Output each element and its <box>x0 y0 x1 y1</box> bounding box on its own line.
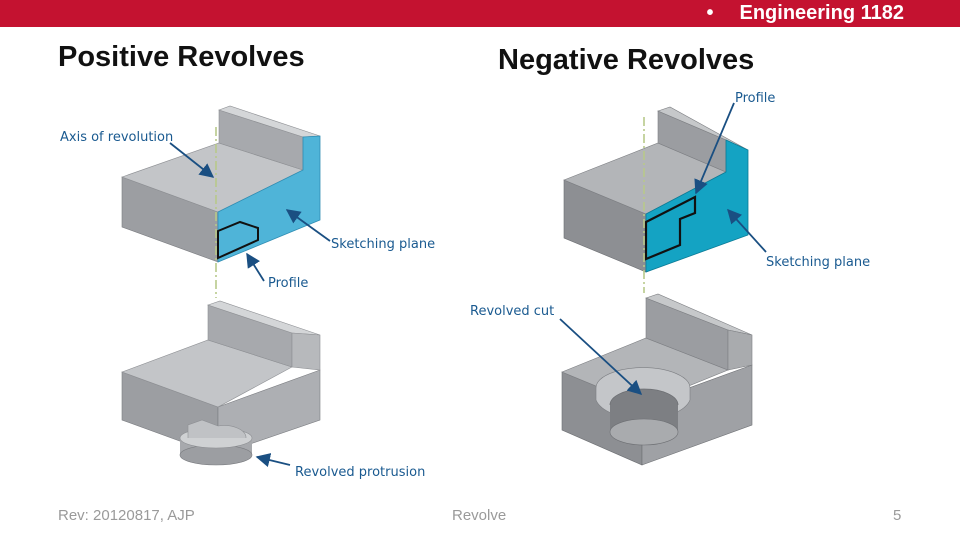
revolved-cut-label: Revolved cut <box>470 304 554 319</box>
positive-revolved-block <box>121 300 321 466</box>
course-title: Engineering 1182 <box>739 2 904 24</box>
sketch-plane-arrow-left <box>285 209 331 242</box>
footer-page-number: 5 <box>893 507 902 524</box>
header-bar: • Engineering 1182 <box>0 0 960 27</box>
profile-arrow-left <box>246 252 265 282</box>
profile-label-right: Profile <box>735 91 775 106</box>
negative-revolves-title: Negative Revolves <box>498 44 755 76</box>
revolved-cut-arrow <box>559 318 643 395</box>
course-label: • Engineering 1182 <box>706 2 904 25</box>
protrusion-arrow <box>255 453 291 468</box>
negative-sketch-block <box>563 106 749 293</box>
sketch-plane-arrow-right <box>727 208 767 253</box>
footer-revision: Rev: 20120817, AJP <box>58 507 195 524</box>
sketching-plane-label-left: Sketching plane <box>331 237 435 252</box>
revolved-protrusion-label: Revolved protrusion <box>295 465 425 480</box>
sketching-plane-label-right: Sketching plane <box>766 255 870 270</box>
negative-revolved-block <box>561 293 753 466</box>
footer-topic: Revolve <box>452 507 507 524</box>
axis-arrow <box>169 142 215 178</box>
header-bullet: • <box>706 2 714 24</box>
positive-revolves-title: Positive Revolves <box>58 41 305 73</box>
axis-of-revolution-label: Axis of revolution <box>60 130 173 145</box>
profile-label-left: Profile <box>268 276 308 291</box>
profile-arrow-right <box>694 102 735 195</box>
